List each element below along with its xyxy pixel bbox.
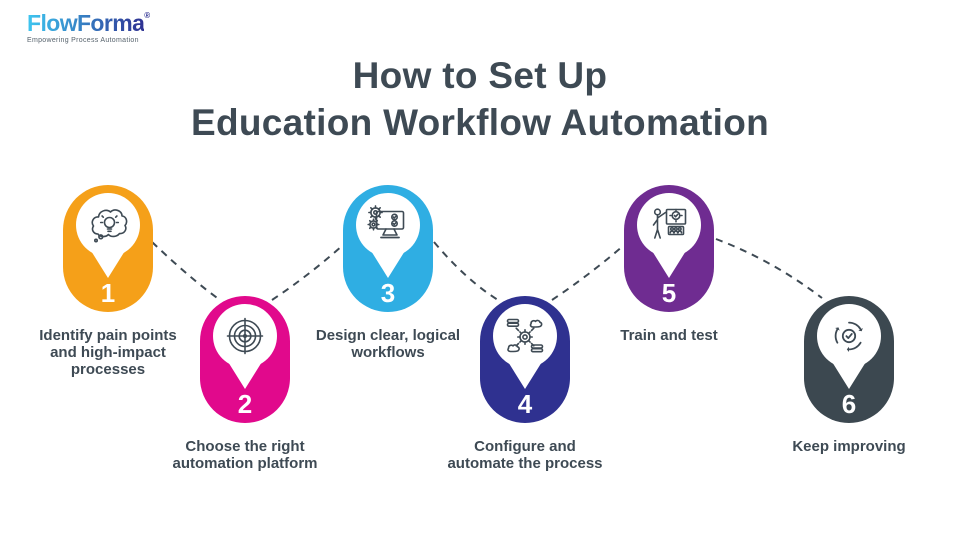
step-3-pin: 3 <box>343 185 433 312</box>
integration-gear-cloud-database-icon <box>506 318 544 353</box>
step-3-number: 3 <box>381 278 395 308</box>
step-1-number: 1 <box>101 278 115 308</box>
step-4-label: Configure and automate the process <box>447 438 603 472</box>
step-2-number: 2 <box>238 389 252 419</box>
flowforma-logo: FlowForma® Empowering Process Automation <box>27 11 177 44</box>
registered-trademark-symbol: ® <box>144 11 151 20</box>
step-4-pin: 4 <box>480 296 570 423</box>
step-1-pin: 1 <box>63 185 153 312</box>
thought-bubble-lightbulb-icon <box>91 209 128 243</box>
step-5-label: Train and test <box>620 327 718 344</box>
step-5-number: 5 <box>662 278 676 308</box>
step-2-choose-platform: 2 Choose the right automation platform <box>155 296 335 472</box>
step-4-number: 4 <box>518 389 533 419</box>
logo-tagline: Empowering Process Automation <box>27 37 139 44</box>
connector-4-5 <box>551 245 624 301</box>
step-4-configure-automate: 4 Configure and automate the process <box>435 296 615 472</box>
page-title-line1: How to Set Up <box>352 55 608 96</box>
step-1-identify-pain-points: 1 Identify pain points and high-impact p… <box>18 185 198 378</box>
page-title: How to Set Up Education Workflow Automat… <box>0 52 960 146</box>
logo-wordmark: FlowForma <box>27 10 145 36</box>
step-2-pin: 2 <box>200 296 290 423</box>
connector-3-4 <box>433 241 499 301</box>
connector-1-2 <box>151 241 221 301</box>
step-6-number: 6 <box>842 389 856 419</box>
connector-2-3 <box>271 245 343 301</box>
step-1-label: Identify pain points and high-impact pro… <box>39 327 177 378</box>
step-5-train-and-test: 5 Train and test <box>579 185 759 344</box>
step-2-label: Choose the right automation platform <box>172 438 318 472</box>
workflow-monitor-gears-icon <box>367 205 405 239</box>
trainer-presentation-icon <box>652 208 687 239</box>
target-bullseye-icon <box>226 317 264 355</box>
step-5-pin: 5 <box>624 185 714 312</box>
step-6-keep-improving: 6 Keep improving <box>759 296 939 455</box>
step-6-pin: 6 <box>804 296 894 423</box>
step-6-label: Keep improving <box>792 438 906 455</box>
page-title-line2: Education Workflow Automation <box>190 102 770 143</box>
connector-5-6 <box>715 238 823 299</box>
step-3-design-workflows: 3 Design clear, logical workflows <box>298 185 478 361</box>
step-3-label: Design clear, logical workflows <box>315 327 461 361</box>
continuous-improvement-cycle-icon <box>829 321 863 356</box>
